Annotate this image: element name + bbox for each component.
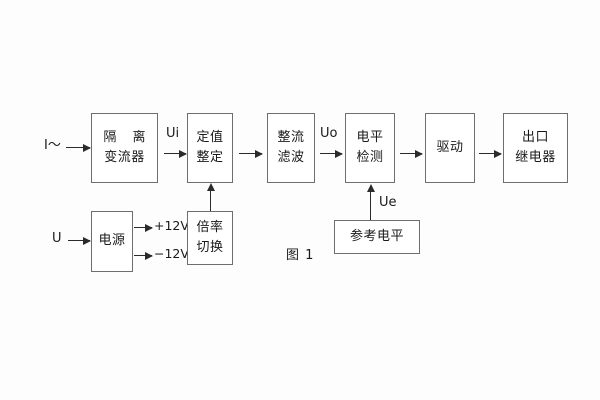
arrow-rail-positive [134, 223, 153, 232]
block-level-detection-line1: 电平 [356, 129, 384, 145]
arrow-isolation-to-setting [164, 149, 187, 158]
arrow-rectifier-to-level [320, 149, 343, 158]
block-isolation-transformer-line2: 变流器 [104, 150, 145, 165]
block-level-detection: 电平 检测 [345, 113, 395, 183]
block-multiplier-switch: 倍率 切换 [187, 211, 233, 265]
block-reference-level-line1: 参考电平 [349, 228, 404, 244]
block-multiplier-switch-line1: 倍率 [196, 219, 224, 235]
rail-positive-label: +12V [154, 218, 189, 233]
block-level-detection-line2: 检测 [356, 150, 384, 165]
block-rectifier-filter-line2: 滤波 [277, 150, 305, 165]
block-setting-value-line1: 定值 [196, 129, 224, 145]
block-reference-level: 参考电平 [334, 220, 420, 254]
block-power-supply: 电源 [91, 211, 133, 272]
arrow-level-to-driver [400, 149, 423, 158]
block-output-relay-line1: 出口 [521, 129, 549, 145]
block-rectifier-filter: 整流 滤波 [267, 113, 315, 183]
block-setting-value: 定值 整定 [187, 113, 233, 183]
block-setting-value-line2: 整定 [196, 150, 224, 165]
block-isolation-transformer: 隔 离 变流器 [91, 113, 158, 183]
arrow-current-to-isolation [66, 143, 91, 152]
block-isolation-transformer-line1: 隔 离 [103, 129, 152, 145]
block-power-supply-line1: 电源 [98, 233, 126, 249]
arrow-voltage-to-power [68, 236, 91, 245]
rail-negative-label: −12V [154, 246, 189, 261]
block-driver: 驱动 [425, 113, 475, 183]
block-driver-line1: 驱动 [436, 139, 464, 155]
current-input-label: I～ [44, 138, 61, 153]
arrow-rail-negative [134, 251, 153, 260]
block-multiplier-switch-line2: 切换 [196, 240, 224, 255]
signal-uo-label: Uo [320, 126, 338, 141]
signal-ue-label: Ue [379, 195, 397, 210]
block-rectifier-filter-line1: 整流 [277, 129, 305, 145]
block-output-relay: 出口 继电器 [503, 113, 568, 183]
figure-caption: 图 1 [286, 248, 315, 263]
arrow-setting-to-rectifier [239, 149, 263, 158]
signal-ui-label: Ui [166, 126, 180, 141]
voltage-input-label: U [52, 231, 62, 246]
arrow-reference-to-level [366, 184, 375, 220]
arrow-driver-to-relay [479, 149, 502, 158]
arrow-multiplier-to-setting [206, 183, 215, 211]
block-output-relay-line2: 继电器 [515, 150, 556, 165]
